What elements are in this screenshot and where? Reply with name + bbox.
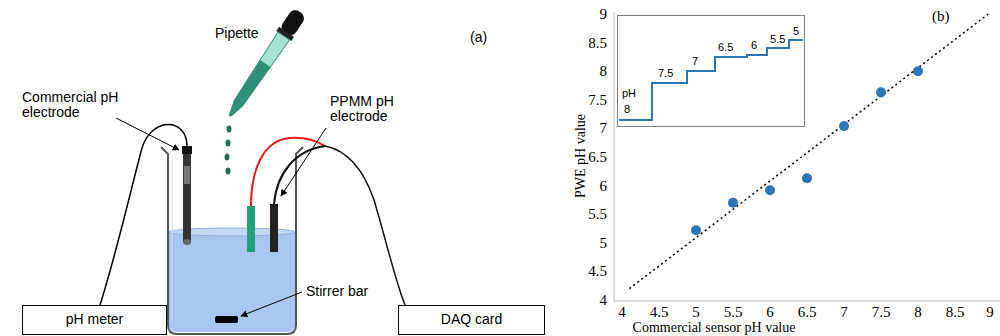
- y-tick-label: 5: [600, 235, 608, 251]
- red-lead: [251, 138, 325, 206]
- inset-step-trace: [619, 40, 803, 120]
- inset-step-label: 6: [751, 40, 757, 51]
- data-point: [765, 185, 775, 195]
- y-tick-label: 4: [600, 292, 608, 308]
- x-tick-label: 6.5: [798, 304, 817, 320]
- y-tick-label: 9: [600, 6, 608, 22]
- leader-arrow: [116, 118, 179, 150]
- inset-panel: pH 8 7.5 7 6.5 6 5.5 5: [617, 15, 805, 127]
- stirrer-bar: [215, 316, 238, 323]
- box-label: DAQ card: [441, 312, 502, 327]
- inset-step-label: 5: [793, 26, 799, 37]
- electrode-label-band: [184, 166, 190, 184]
- x-tick-label: 5: [692, 304, 700, 320]
- drop: [226, 168, 231, 175]
- x-tick-label: 4: [618, 304, 626, 320]
- data-point: [913, 66, 923, 76]
- x-tick-label: 5.5: [724, 304, 743, 320]
- data-point: [802, 173, 812, 183]
- data-point: [728, 198, 738, 208]
- panel-letter: (b): [932, 8, 950, 24]
- commercial-electrode: [183, 150, 191, 242]
- axis-title: Commercial sensor pH value: [633, 320, 796, 335]
- y-tick-label: 5.5: [588, 206, 607, 222]
- x-tick-label: 8.5: [946, 304, 965, 320]
- leader-arrow: [281, 128, 326, 196]
- meter-wire: [100, 125, 187, 306]
- instrument-box: pH meter: [22, 305, 167, 335]
- drop: [227, 126, 232, 133]
- panel-letter: (a): [470, 30, 487, 45]
- axis-title: PWE pH value: [573, 114, 588, 198]
- x-tick-label: 9: [986, 304, 994, 320]
- data-point: [691, 225, 701, 235]
- daq-cable: [325, 146, 405, 305]
- ppmm-reference-electrode: [270, 204, 278, 252]
- part-label: Pipette: [215, 26, 259, 41]
- data-point: [876, 87, 886, 97]
- instrument-box: DAQ card: [398, 305, 545, 335]
- pipette: [223, 7, 308, 121]
- inset-step-label: 5.5: [770, 34, 785, 45]
- y-tick-label: 8: [600, 63, 608, 79]
- y-tick-label: 8.5: [588, 35, 607, 51]
- y-tick-label: 6.5: [588, 149, 607, 165]
- beaker-highlight: [172, 160, 173, 320]
- y-tick-label: 4.5: [588, 263, 607, 279]
- y-tick-label: 7: [600, 120, 608, 136]
- x-tick-label: 7.5: [872, 304, 891, 320]
- leader-arrow: [241, 292, 302, 316]
- electrode-bulb: [183, 239, 191, 245]
- inset-step-label: 7: [692, 56, 698, 67]
- x-tick-label: 4.5: [650, 304, 669, 320]
- drop: [225, 154, 230, 161]
- inset-step-label: 8: [624, 104, 630, 115]
- part-label: Stirrer bar: [306, 284, 368, 299]
- y-tick-label: 7.5: [588, 92, 607, 108]
- x-tick-label: 6: [766, 304, 774, 320]
- electrode-cap: [182, 146, 192, 154]
- y-tick-label: 6: [600, 178, 608, 194]
- data-point: [839, 121, 849, 131]
- ppmm-working-electrode: [247, 206, 255, 252]
- drop: [226, 140, 231, 147]
- x-tick-label: 8: [914, 304, 922, 320]
- part-label: Commercial pH electrode: [22, 90, 122, 120]
- part-label: PPMM pH electrode: [330, 94, 410, 124]
- inset-step-label: pH: [622, 88, 636, 99]
- y-axis: [614, 12, 615, 301]
- box-label: pH meter: [66, 312, 124, 327]
- x-tick-label: 7: [840, 304, 848, 320]
- x-axis: [614, 301, 1000, 302]
- inset-step-label: 6.5: [718, 42, 733, 53]
- inset-step-label: 7.5: [658, 68, 673, 79]
- fit-line: [629, 14, 988, 289]
